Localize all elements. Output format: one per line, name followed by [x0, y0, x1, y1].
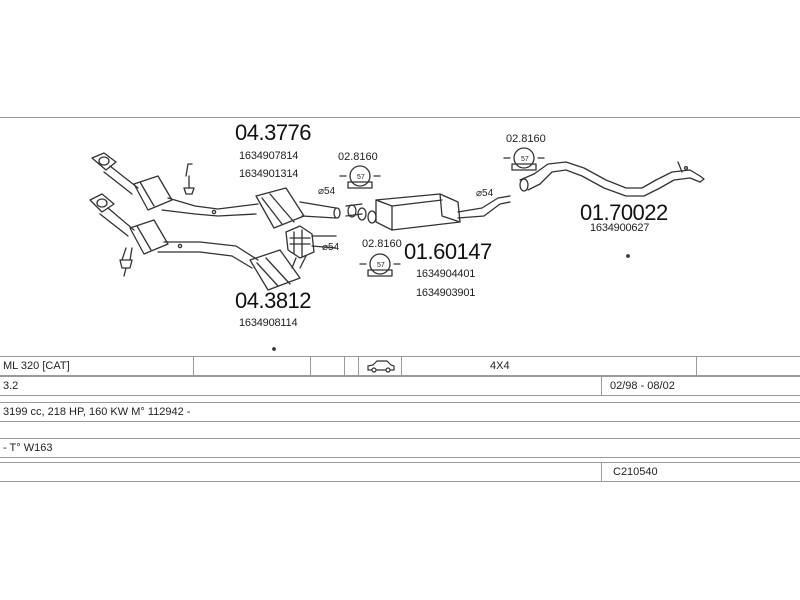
pipe-diameter: ⌀54	[318, 186, 336, 197]
vehicle-engine: 3.2	[3, 380, 19, 392]
car-icon	[366, 359, 396, 377]
rear-silencer-drawing	[519, 161, 705, 258]
oem-number: 1634908114	[239, 317, 298, 329]
exhaust-system-diagram: 57 57 57 04.3776 1634907814 1634901314 0…	[0, 118, 800, 356]
vehicle-years: 02/98 - 08/02	[610, 380, 675, 392]
part-number-front-cat-lower: 04.3812	[235, 288, 312, 313]
clamp-size-2: 57	[521, 156, 529, 163]
clamp-size-1: 57	[357, 174, 365, 181]
oem-number: 1634901314	[239, 168, 299, 180]
info-row-type: - T° W163	[0, 438, 800, 458]
column-separator	[358, 357, 359, 375]
info-row-code: C210540	[0, 462, 800, 482]
vehicle-type: - T° W163	[3, 442, 53, 454]
oem-number: 1634903901	[416, 287, 476, 299]
part-number-rear-silencer: 01.70022	[580, 200, 668, 225]
part-number-front-cat-upper: 04.3776	[235, 120, 312, 145]
column-separator	[344, 357, 345, 375]
vehicle-model: ML 320 [CAT]	[3, 360, 70, 372]
column-separator	[310, 357, 311, 375]
clamp-number: 02.8160	[506, 133, 546, 145]
part-number-middle-silencer: 01.60147	[404, 239, 492, 264]
diagram-drawing: 57 57 57	[89, 147, 705, 351]
column-separator	[601, 377, 602, 395]
column-separator	[696, 357, 697, 375]
clamp-size-3: 57	[377, 262, 385, 269]
exhaust-clamp-icon	[339, 147, 545, 277]
middle-silencer-drawing	[345, 193, 511, 231]
pipe-diameter: ⌀54	[322, 242, 340, 253]
vehicle-specs: 3199 cc, 218 HP, 160 KW M° 112942 -	[3, 406, 191, 418]
pipe-diameter: ⌀54	[476, 188, 494, 199]
info-row-specs: 3199 cc, 218 HP, 160 KW M° 112942 -	[0, 402, 800, 422]
column-separator	[193, 357, 194, 375]
clamp-number: 02.8160	[362, 238, 402, 250]
info-row-model: ML 320 [CAT] 4X4	[0, 356, 800, 376]
vehicle-drive: 4X4	[490, 360, 510, 372]
column-separator	[601, 463, 602, 481]
oem-number: 1634900627	[590, 222, 650, 234]
column-separator	[401, 357, 402, 375]
diagram-top-border	[0, 117, 800, 118]
oem-number: 1634907814	[239, 150, 299, 162]
oem-number: 1634904401	[416, 268, 476, 280]
clamp-number: 02.8160	[338, 151, 378, 163]
front-cat-upper-drawing	[91, 152, 341, 229]
front-cat-lower-drawing	[89, 193, 337, 291]
vehicle-code: C210540	[613, 466, 658, 478]
info-row-engine: 3.2 02/98 - 08/02	[0, 376, 800, 396]
